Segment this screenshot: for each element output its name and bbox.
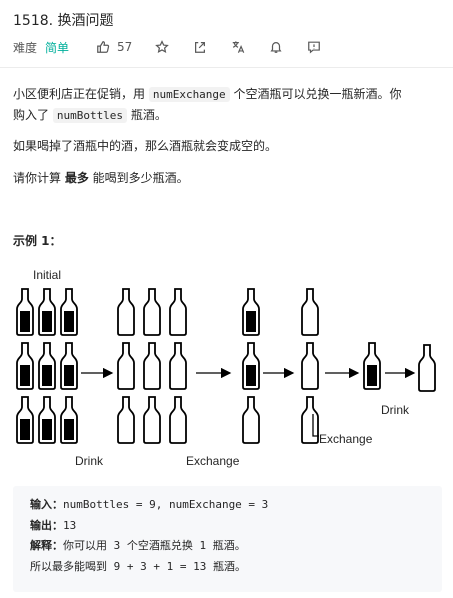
bottle-full	[16, 396, 34, 444]
label-exchange-2: Exchange	[319, 432, 373, 446]
problem-meta-bar: 难度 简单 57	[13, 38, 322, 56]
bottle-full	[16, 288, 34, 336]
description-paragraph-3: 请你计算 最多 能喝到多少瓶酒。	[13, 171, 189, 185]
bottle-full	[60, 342, 78, 390]
input-value: numBottles = 9, numExchange = 3	[63, 498, 269, 511]
star-icon[interactable]	[154, 39, 170, 55]
bottle-empty	[117, 288, 135, 336]
bottle-empty	[143, 396, 161, 444]
label-exchange-1: Exchange	[186, 454, 240, 468]
like-count: 57	[117, 40, 133, 54]
bell-icon[interactable]	[268, 39, 284, 55]
header-divider	[0, 67, 453, 68]
bottle-empty	[143, 288, 161, 336]
output-value: 13	[63, 518, 77, 532]
bottle-empty	[418, 344, 436, 392]
example-code-block: 输入：numBottles = 9, numExchange = 3 输出：13…	[13, 486, 442, 592]
example-heading: 示例 1：	[13, 234, 62, 248]
inline-code-numExchange: numExchange	[148, 87, 230, 102]
bottle-full	[38, 342, 56, 390]
bottle-empty	[117, 342, 135, 390]
label-drink-2: Drink	[381, 403, 410, 417]
bottle-full	[16, 342, 34, 390]
bottle-empty	[169, 342, 187, 390]
bottle-empty	[242, 396, 260, 444]
explanation-line-1: 你可以用 3 个空酒瓶兑换 1 瓶酒。	[63, 539, 246, 552]
thumbs-up-icon	[95, 39, 111, 55]
bottle-full	[60, 396, 78, 444]
feedback-icon[interactable]	[306, 39, 322, 55]
emphasis-most: 最多	[64, 171, 89, 185]
exchange-bracket	[312, 414, 319, 437]
bottle-empty	[301, 288, 319, 336]
bottle-full	[242, 288, 260, 336]
bottle-full	[363, 342, 381, 390]
bottle-empty	[169, 288, 187, 336]
description-paragraph-2: 如果喝掉了酒瓶中的酒，那么酒瓶就会变成空的。	[13, 139, 278, 153]
translate-icon[interactable]	[230, 39, 246, 55]
bottle-full	[38, 288, 56, 336]
description-paragraph-1: 小区便利店正在促销，用 numExchange 个空酒瓶可以兑换一瓶新酒。你 购…	[13, 87, 402, 123]
explanation-line-2: 所以最多能喝到 9 + 3 + 1 = 13 瓶酒。	[30, 559, 246, 573]
input-label: 输入：	[30, 498, 63, 511]
bottle-full	[242, 342, 260, 390]
bottle-full	[60, 288, 78, 336]
like-button[interactable]: 57	[95, 39, 132, 55]
bottle-full	[38, 396, 56, 444]
example-diagram: Initial Drink Exchange Exchange Drink	[16, 268, 436, 468]
explanation-label: 解释：	[30, 539, 63, 552]
bottle-empty	[117, 396, 135, 444]
bottle-empty	[143, 342, 161, 390]
label-initial: Initial	[33, 268, 61, 282]
share-icon[interactable]	[192, 39, 208, 55]
label-drink-1: Drink	[75, 454, 104, 468]
bottle-empty	[169, 396, 187, 444]
bottle-empty	[301, 342, 319, 390]
inline-code-numBottles: numBottles	[52, 108, 128, 123]
output-label: 输出：	[30, 518, 63, 532]
difficulty-badge: 简单	[45, 40, 70, 55]
problem-title: 1518. 换酒问题	[13, 13, 114, 29]
difficulty-label: 难度	[13, 40, 38, 55]
